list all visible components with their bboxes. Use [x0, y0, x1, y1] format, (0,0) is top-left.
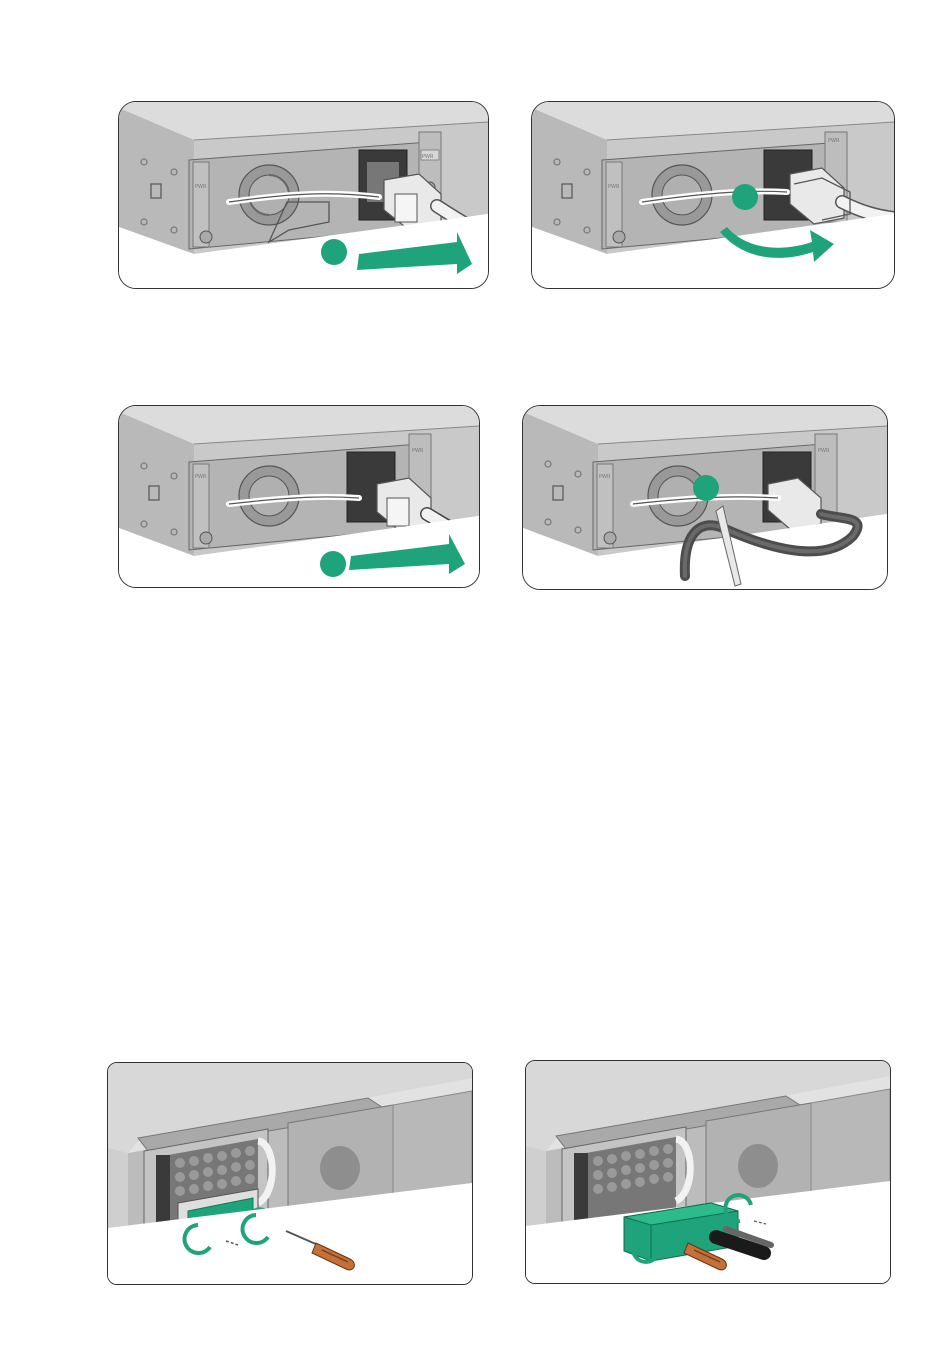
- step-marker: [732, 184, 758, 210]
- pwr-label: PWR: [828, 138, 840, 144]
- psu-label: PWR: [195, 184, 207, 190]
- captive-screw-icon: [613, 231, 625, 243]
- captive-screw-icon: [604, 532, 616, 544]
- step-marker: [693, 475, 719, 501]
- pwr-label: PWR: [412, 448, 424, 454]
- step-4-panel: PWR PWR: [522, 405, 888, 590]
- step-4-illustration: PWR PWR: [523, 406, 887, 589]
- step-marker: [320, 551, 346, 577]
- captive-screw-icon: [200, 532, 212, 544]
- psu-label: PWR: [608, 184, 620, 190]
- step-marker: [321, 239, 347, 265]
- psu-label: PWR: [599, 474, 611, 480]
- step-3-panel: PWR PWR: [118, 405, 480, 588]
- step-1-illustration: PWR PWR: [119, 102, 488, 288]
- filler-handle-icon: [320, 1146, 360, 1190]
- pwr-label: PWR: [818, 448, 830, 454]
- captive-screw-icon: [200, 231, 212, 243]
- step-2-panel: PWR PWR: [531, 101, 895, 289]
- step-3-illustration: PWR PWR: [119, 406, 479, 587]
- psu-label: PWR: [195, 474, 207, 480]
- pwr-label: PWR: [422, 154, 434, 160]
- step-5-illustration: [108, 1063, 472, 1284]
- step-5-panel: [107, 1062, 473, 1285]
- step-6-panel: [525, 1060, 891, 1284]
- step-2-illustration: PWR PWR: [532, 102, 894, 288]
- step-1-panel: PWR PWR: [118, 101, 489, 289]
- filler-handle-icon: [738, 1144, 778, 1188]
- step-6-illustration: [526, 1061, 890, 1283]
